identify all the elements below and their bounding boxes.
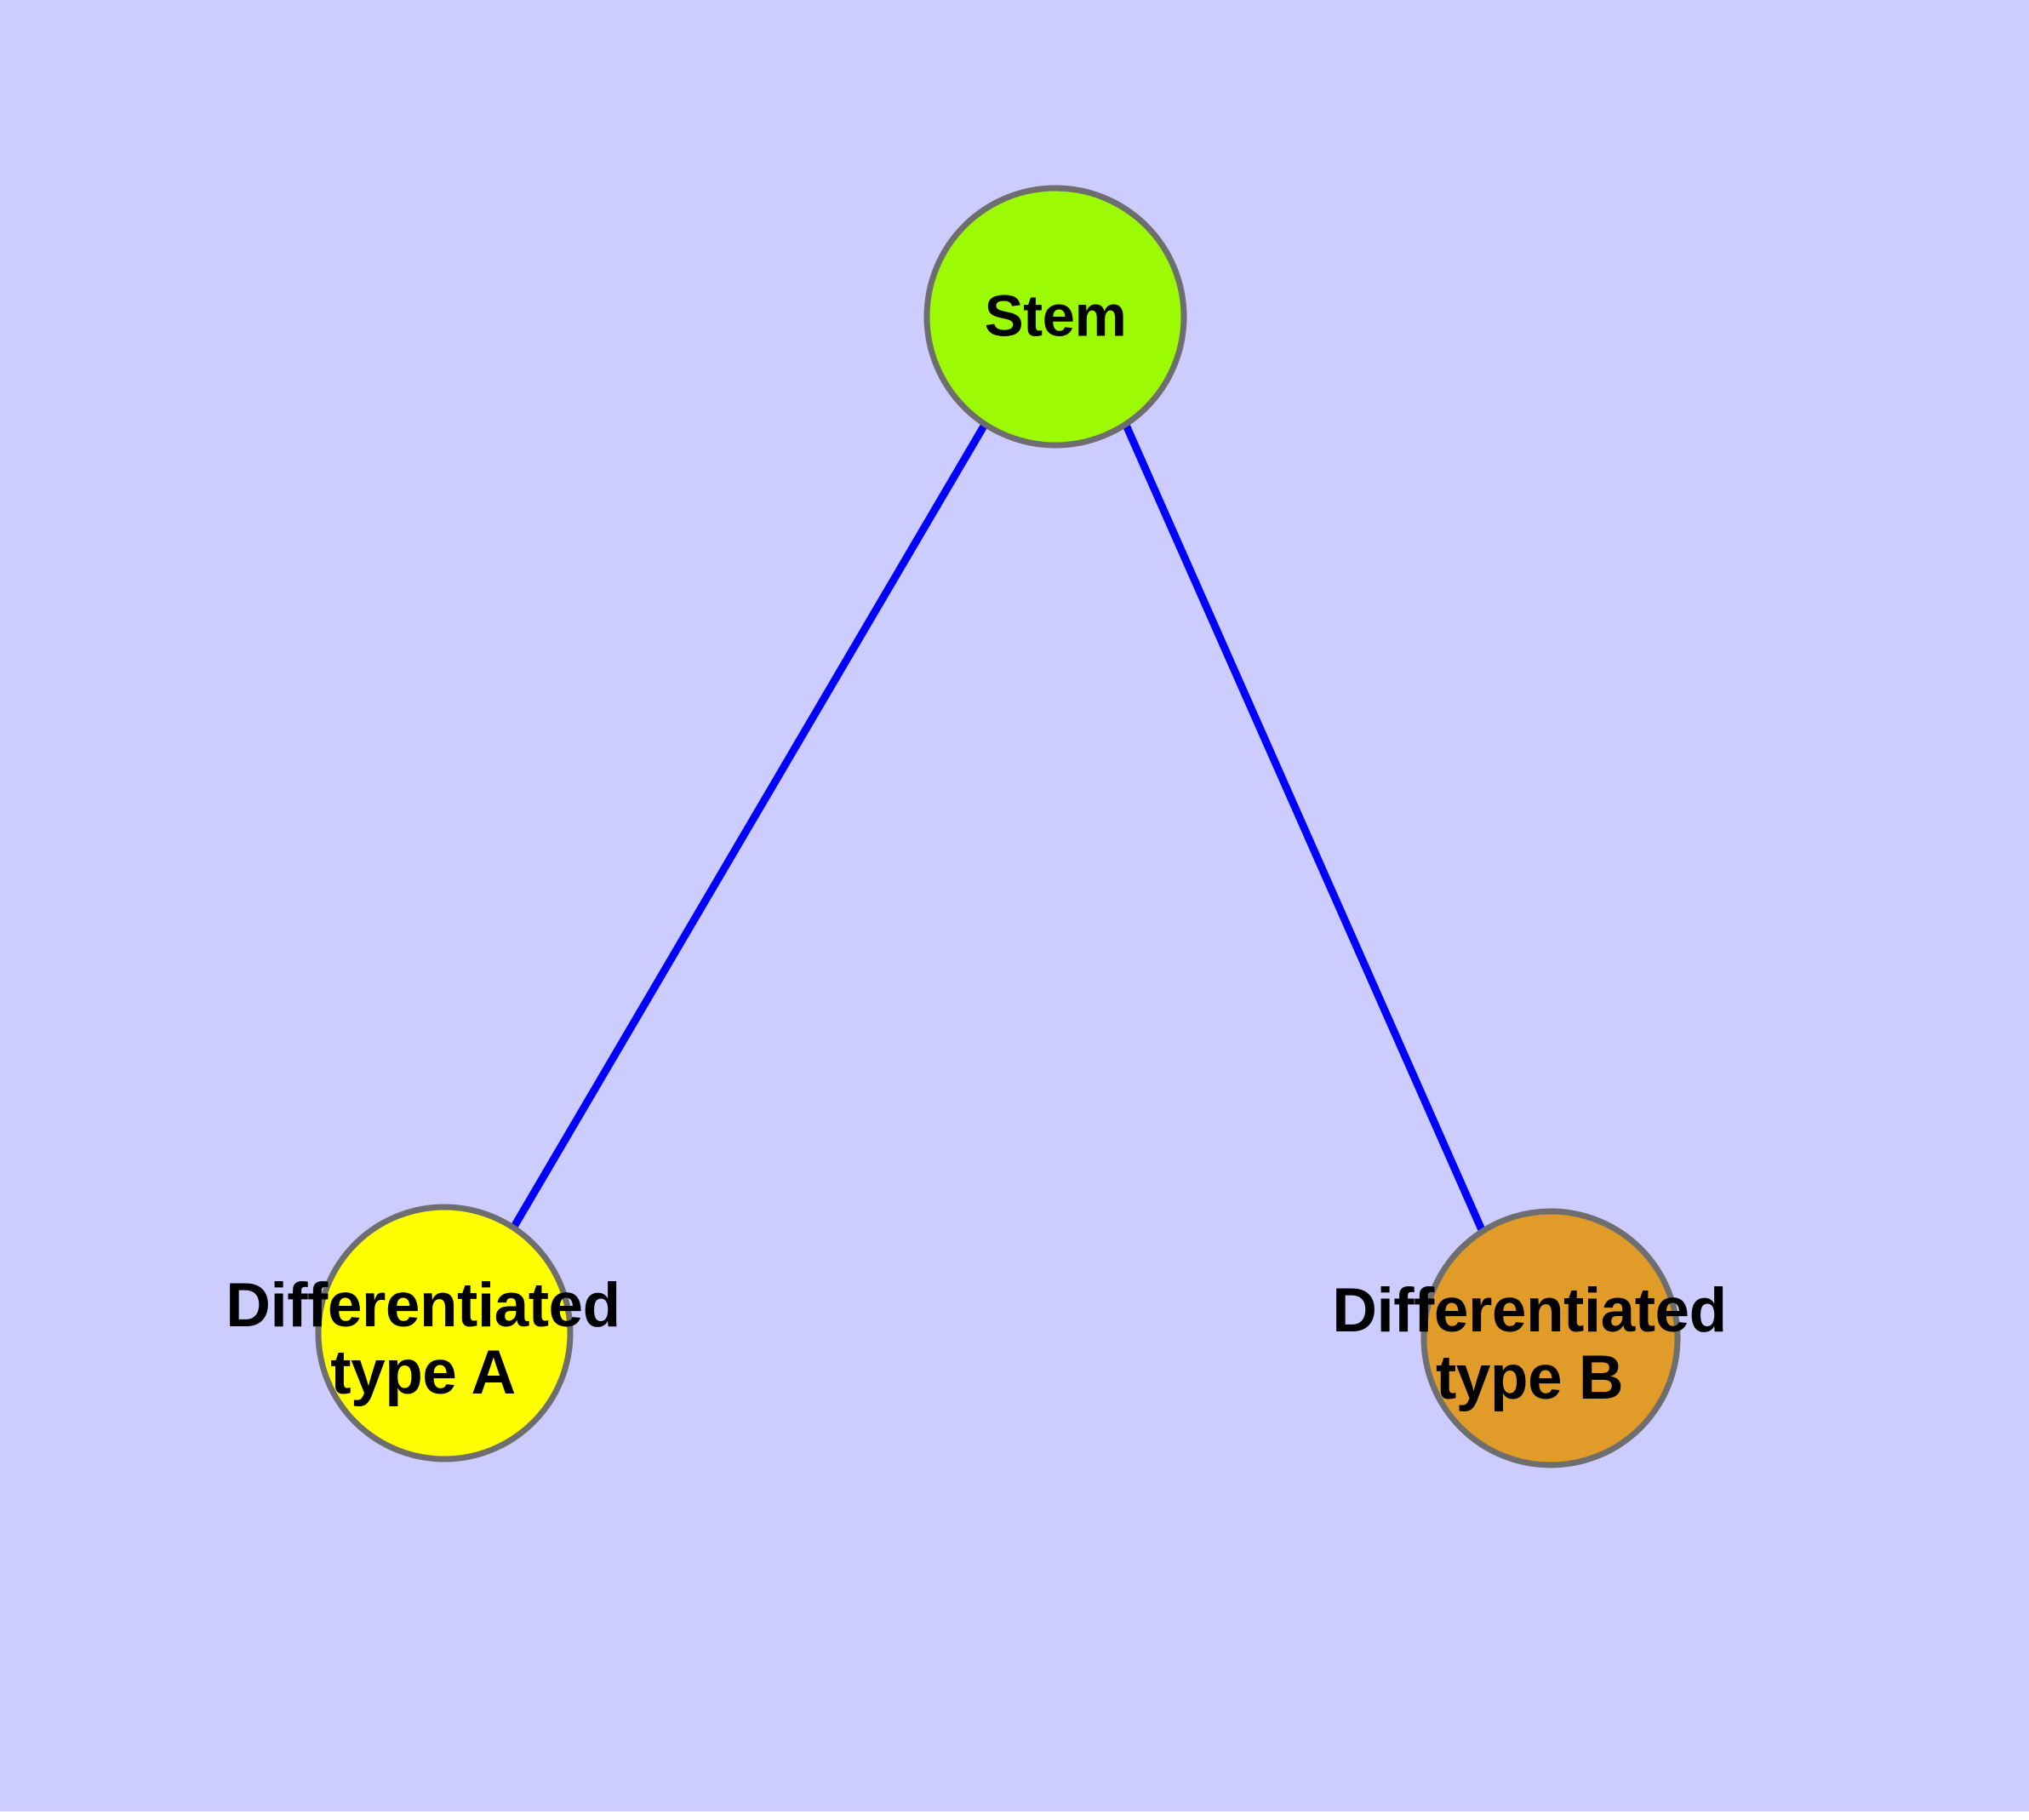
node-stem[interactable] [923, 185, 1187, 449]
node-layer [315, 185, 1681, 1468]
node-diff-type-b[interactable] [1420, 1208, 1681, 1468]
node-diff-type-a[interactable] [315, 1204, 574, 1462]
edge-stem-to-type-a[interactable] [511, 421, 989, 1229]
edge-stem-to-type-b[interactable] [1121, 421, 1487, 1233]
edge-layer [511, 421, 1487, 1233]
